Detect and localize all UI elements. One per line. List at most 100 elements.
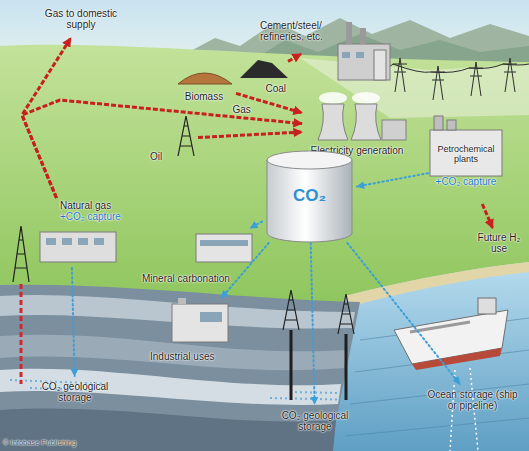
mineral-building — [196, 234, 252, 262]
fuel-flow-arrow — [198, 132, 302, 138]
pylon-symbol — [431, 66, 445, 100]
chimney — [360, 28, 366, 44]
node-label: Industrial uses — [150, 351, 214, 362]
grass-field — [0, 45, 529, 320]
pylon-symbol — [393, 58, 407, 92]
oil-node: Oil — [148, 114, 198, 164]
industry-node: Cement/steel/ refineries, etc. — [258, 18, 408, 54]
wire — [380, 64, 529, 73]
tank-body — [267, 160, 352, 242]
node-label: CO₂ — [293, 186, 326, 205]
steam — [319, 92, 347, 104]
node-label: Coal — [265, 83, 286, 94]
derrick — [178, 116, 194, 156]
injection-wells — [283, 290, 354, 400]
node-label: Future H₂ use — [472, 232, 526, 254]
storage-node: CO₂ geological storage — [30, 376, 120, 408]
oil-derrick — [178, 116, 194, 156]
window — [78, 238, 88, 245]
node-label: Gas to domestic supply — [42, 8, 120, 30]
silo — [374, 50, 386, 80]
plant-building — [430, 130, 502, 176]
ship — [394, 298, 508, 370]
copyright-note: © Infobase Publishing — [3, 438, 76, 447]
window — [62, 238, 72, 245]
supply-node: Gas to domestic supply — [40, 6, 122, 38]
ship-deck — [410, 322, 470, 332]
vent — [178, 298, 186, 304]
gas-plant — [13, 226, 116, 282]
co2-flow-arrow — [357, 173, 428, 186]
sea — [320, 262, 529, 451]
hydrogen-node: Future H₂ use — [470, 228, 528, 258]
co2-flow-arrow — [221, 243, 268, 298]
window — [356, 52, 364, 58]
petrochemical-node: Petrochemical plants +CO₂ capture — [428, 128, 504, 204]
biomass-pile — [178, 73, 232, 84]
co2-flow-arrow — [347, 243, 459, 384]
node-label: Cement/steel/ refineries, etc. — [260, 20, 338, 42]
window — [94, 238, 104, 245]
node-label: Biomass — [185, 91, 223, 102]
gas-plant-node: Natural gas+CO₂ capture — [12, 198, 130, 268]
industrial-plant — [172, 298, 228, 342]
mineral-plant — [196, 234, 252, 262]
edge-label: Gas — [233, 104, 251, 115]
cooling-tower — [318, 104, 348, 140]
node-label: CO₂ geological storage — [275, 410, 355, 432]
cooling-towers — [318, 92, 406, 140]
gas-derrick — [13, 226, 29, 282]
ship-keel — [412, 348, 502, 370]
industrial-node: Industrial uses — [148, 298, 238, 364]
biomass-node: Biomass — [172, 64, 236, 104]
node-label: Natural gas — [60, 200, 111, 211]
well-derrick — [283, 290, 299, 330]
pylon-symbol — [503, 58, 517, 92]
petrochemical-plant — [430, 116, 502, 176]
ocean-node: Ocean storage (ship or pipeline) — [420, 384, 525, 416]
gas-plant-building — [40, 232, 116, 262]
co2-flow-arrow — [72, 268, 75, 376]
coal-pile — [240, 60, 288, 78]
fuel-flow-arrow — [22, 100, 302, 198]
power-node: Electricity generation — [302, 100, 412, 158]
co2-tank: CO₂ — [262, 148, 357, 243]
plant-tank — [447, 120, 456, 130]
industrial-building — [172, 304, 228, 342]
fuel-flow-arrow — [482, 204, 492, 228]
window-row — [200, 240, 248, 246]
power-line — [380, 58, 529, 100]
plant-tank — [434, 116, 443, 130]
node-label: Mineral carbonation — [142, 273, 230, 284]
window — [46, 238, 56, 245]
power-house — [382, 120, 406, 140]
gas-well — [20, 284, 23, 384]
shore — [345, 262, 529, 306]
coal-node: Coal — [236, 56, 288, 96]
fuel-flow-arrow — [288, 54, 301, 61]
window — [342, 52, 350, 58]
well-derrick — [338, 294, 354, 334]
ship-bridge — [478, 298, 496, 314]
node-label: CO₂ geological storage — [35, 381, 115, 403]
co2-flow-arrow — [311, 243, 315, 404]
node-label: Ocean storage (ship or pipeline) — [423, 389, 523, 411]
tank-top — [267, 151, 352, 169]
well-pipe — [291, 330, 346, 400]
steam — [352, 92, 380, 104]
node-label: +CO₂ capture — [60, 211, 121, 222]
cooling-tower — [351, 104, 381, 140]
factory — [338, 22, 390, 80]
pylon-symbol — [469, 62, 483, 96]
chimney — [346, 22, 352, 44]
node-label: Oil — [150, 151, 162, 162]
node-label: +CO₂ capture — [436, 176, 497, 187]
ground-section — [0, 285, 360, 451]
mineral-node: Mineral carbonation — [140, 228, 255, 286]
factory-building — [338, 44, 390, 80]
co2-flow-arrow — [250, 222, 262, 228]
fuel-flow-arrow — [22, 38, 71, 198]
storage-node: CO₂ geological storage — [270, 404, 360, 438]
node-label: Petrochemical plants — [430, 144, 502, 164]
